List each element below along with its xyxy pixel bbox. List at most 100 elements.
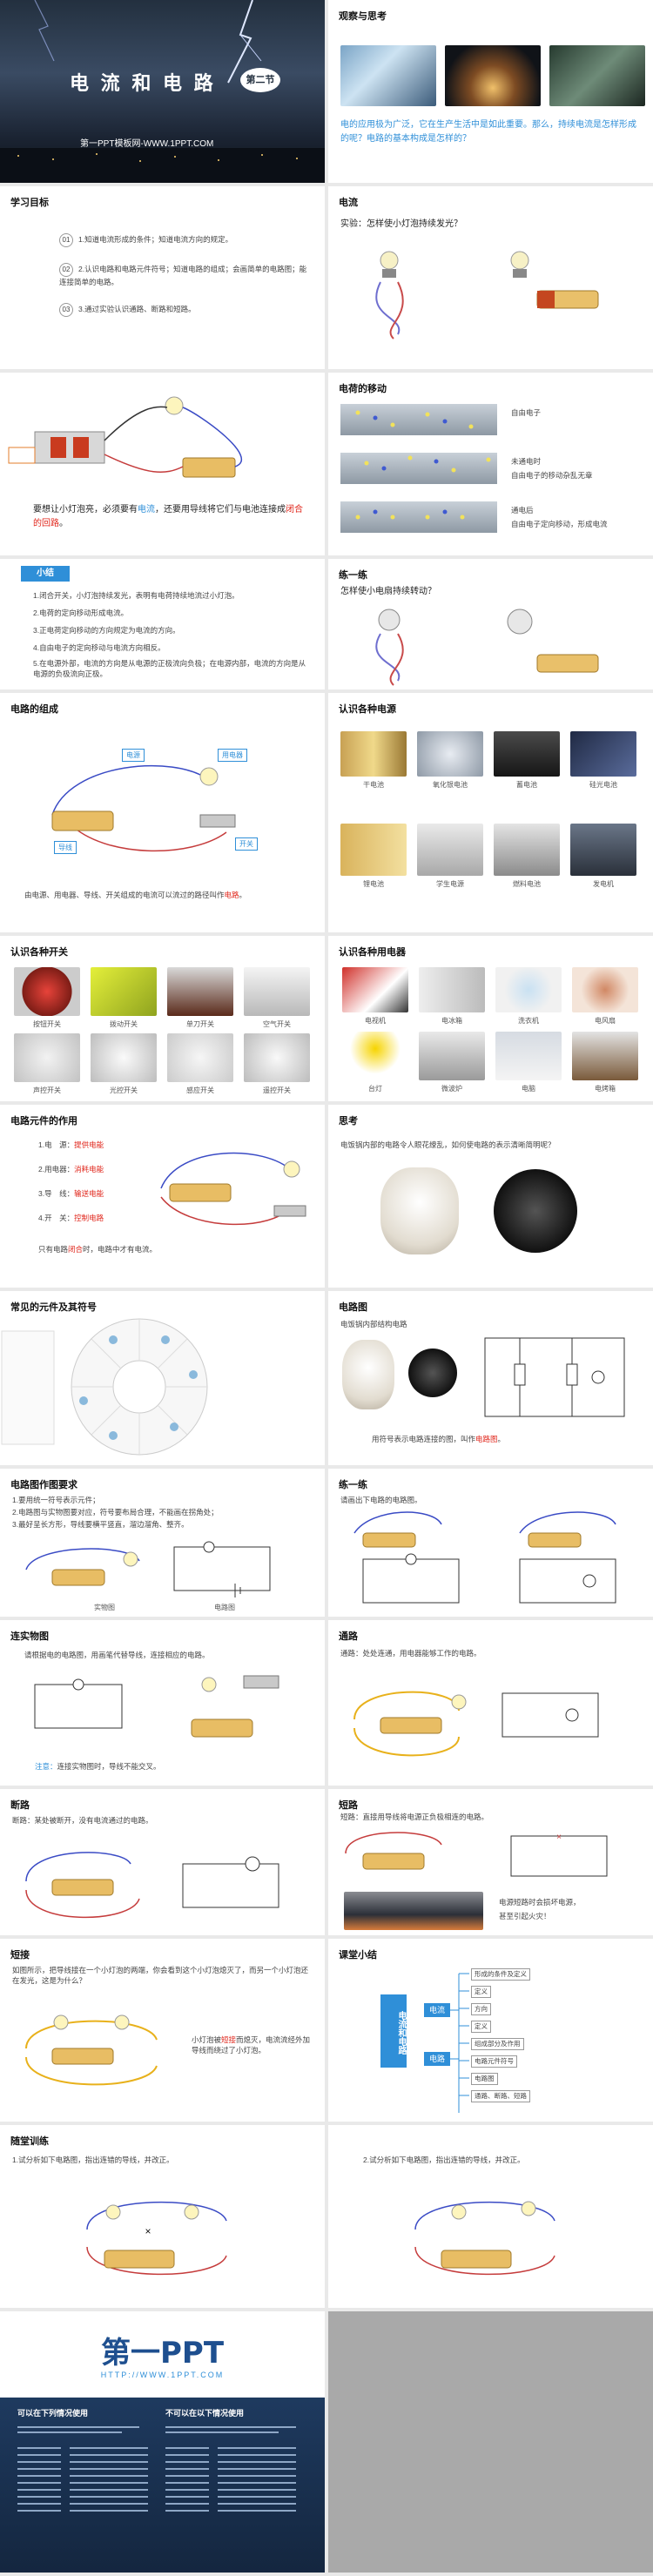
slide-title: 认识各种开关 xyxy=(10,947,68,958)
rule-3: 3.最好呈长方形，导线要横平竖直，溜边溜角、整齐。 xyxy=(12,1520,189,1529)
observe-text: 电的应用极为广泛，它在生产生活中是如此重要。那么，持续电流是怎样形成的呢？电路的… xyxy=(340,120,636,144)
directed-motion-label: 自由电子定向移动，形成电流 xyxy=(511,520,608,528)
before-current-label: 未通电时 xyxy=(511,457,542,466)
brand-logo: 第一PPT xyxy=(100,2336,225,2371)
cooker-inside-photo xyxy=(494,1169,577,1253)
slide-title: 思考 xyxy=(339,1116,358,1127)
electron-dots xyxy=(355,410,491,520)
summary-item-1: 1.闭合开关，小灯泡持续发光，表明有电荷持续地流过小灯泡。 xyxy=(33,591,239,600)
fuel-cell-photo xyxy=(494,824,560,876)
fan-photo xyxy=(572,967,638,1012)
slide-title: 练一练 xyxy=(339,1480,367,1490)
slide-short-circuit: 短路 短路：直接用导线将电源正负极相连的电路。 × 电源短路时会损坏电源， 甚至… xyxy=(328,1789,653,1935)
label-diagram: 电路图 xyxy=(214,1604,235,1611)
role-wire: 3.导 线：输送电能 xyxy=(38,1189,104,1198)
light-switch-photo xyxy=(91,1033,157,1082)
label-sensor-switch: 感应开关 xyxy=(186,1086,214,1094)
label-fridge: 电冰箱 xyxy=(441,1017,462,1025)
label-remote-switch: 遥控开关 xyxy=(263,1086,291,1094)
rule-2: 2.电路图与实物图要对应，符号要布局合理，不能画在拐角处； xyxy=(12,1508,219,1517)
slide-title: 电路图作图要求 xyxy=(10,1480,77,1490)
slide-connect-physical: 连实物图 请根据电的电路图，用画笔代替导线，连接相应的电路。 注意：连接实物图时… xyxy=(0,1620,325,1786)
brand-url: HTTP://WWW.1PPT.COM xyxy=(100,2371,225,2379)
label-button-switch: 按钮开关 xyxy=(33,1020,61,1028)
practice-draw-text: 请画出下电路的电路图。 xyxy=(340,1496,422,1504)
label-fuel-cell: 燃料电池 xyxy=(513,880,541,888)
warning-line-1: 电源短路时会损坏电源， xyxy=(499,1898,581,1907)
label-fan: 电风扇 xyxy=(595,1017,616,1025)
summary-tab: 小结 xyxy=(21,566,70,582)
label-storage-battery: 蓄电池 xyxy=(516,781,537,789)
wire-section-3 xyxy=(340,501,497,533)
tv-photo xyxy=(342,967,408,1012)
label-switch: 开关 xyxy=(235,837,258,851)
label-knife-switch: 单刀开关 xyxy=(186,1020,214,1028)
slide-title: 观察与思考 xyxy=(339,11,387,22)
sound-switch-photo xyxy=(14,1033,80,1082)
leaf-6: 电路元件符号 xyxy=(471,2055,517,2068)
label-lamp: 台灯 xyxy=(368,1085,382,1093)
slide-charge-movement: 电荷的移动 自由电子 未通电时 自由电子的移动杂乱无章 通电后 自由电子定向移动… xyxy=(328,373,653,555)
slide-shunt: 短接 如图所示，把导线接在一个小灯泡的两端，你会看到这个小灯泡熄灭了，而另一个小… xyxy=(0,1939,325,2122)
button-switch-photo xyxy=(14,967,80,1016)
exercise-1-circuit: × xyxy=(86,2201,227,2276)
mindmap-root: 电流和电路 xyxy=(380,1994,407,2068)
slide-open-circuit: 断路 断路：某处被断开，没有电流通过的电路。 xyxy=(0,1789,325,1935)
lamp-photo xyxy=(342,1032,408,1080)
svg-text:×: × xyxy=(145,2225,151,2237)
circuit-board-illustration xyxy=(8,396,243,478)
practice-circuits xyxy=(353,1511,616,1604)
after-current-label: 通电后 xyxy=(511,506,534,515)
slide-title: 随堂训练 xyxy=(10,2136,49,2147)
remote-switch-photo xyxy=(244,1033,310,1082)
slide-title: 电荷的移动 xyxy=(339,384,387,394)
wire-section-2 xyxy=(340,453,497,484)
shunt-illustration xyxy=(25,2014,158,2086)
role-circuit-illustration xyxy=(160,1152,306,1226)
slide-title: 练一练 xyxy=(339,570,367,581)
practice-text: 怎样使小电扇持续转动？ xyxy=(340,587,436,596)
cooker-schematic xyxy=(484,1337,625,1417)
mindmap-branch-circuit: 电路 xyxy=(424,2052,450,2066)
closed-circuit-text: 通路：处处连通，用电器能够工作的电路。 xyxy=(340,1649,481,1658)
fan-circuit-illustration xyxy=(375,609,599,686)
wire-section-1 xyxy=(340,404,497,435)
short-circuit-text: 短路：直接用导线将电源正负极相连的电路。 xyxy=(340,1813,489,1821)
label-lithium: 锂电池 xyxy=(363,880,384,888)
forbidden-title: 不可以在以下情况使用 xyxy=(165,2409,245,2418)
summary-item-4: 4.自由电子的定向移动与电流方向相反。 xyxy=(33,643,165,652)
short-circuit-illustration: × xyxy=(345,1832,608,1877)
slide-switches: 认识各种开关 按钮开关 拨动开关 单刀开关 空气开关 声控开关 光控开关 感应开… xyxy=(0,936,325,1101)
slide-circuit-diagram: 电路图 电饭锅内部结构电路 用符号表示电路连接的图，叫作电路图。 xyxy=(328,1291,653,1465)
slide-title: 电路图 xyxy=(339,1302,367,1313)
microwave-photo xyxy=(419,1032,485,1080)
think-text: 电饭锅内部的电路令人眼花缭乱，如何使电路的表示清晰简明呢？ xyxy=(340,1140,555,1149)
slide-title: 电路的组成 xyxy=(10,704,58,715)
slide-component-roles: 电路元件的作用 1.电 源：提供电能 2.用电器：消耗电能 3.导 线：输送电能… xyxy=(0,1105,325,1288)
label-sound-switch: 声控开关 xyxy=(33,1086,61,1094)
slide-summary: 小结 1.闭合开关，小灯泡持续发光，表明有电荷持续地流过小灯泡。 2.电荷的定向… xyxy=(0,559,325,689)
exercise-2-circuit xyxy=(414,2201,555,2276)
cover-title: 电 流 和 电 路 xyxy=(70,72,216,95)
slide-title: 学习目标 xyxy=(10,198,49,208)
computer-photo xyxy=(495,1032,562,1080)
label-microwave: 微波炉 xyxy=(441,1085,462,1093)
leaf-4: 定义 xyxy=(471,2021,491,2033)
warning-line-2: 甚至引起火灾！ xyxy=(499,1912,551,1920)
label-light-switch: 光控开关 xyxy=(110,1086,138,1094)
leaf-2: 定义 xyxy=(471,1986,491,1998)
connect-illustration xyxy=(34,1675,279,1738)
sensor-switch-photo xyxy=(167,1033,233,1082)
connect-text: 请根据电的电路图，用画笔代替导线，连接相应的电路。 xyxy=(24,1651,210,1659)
diagram-caption: 电饭锅内部结构电路 xyxy=(340,1320,407,1328)
slide-title: 短路 xyxy=(339,1800,358,1811)
open-circuit-illustration xyxy=(25,1852,279,1919)
control-room-photo xyxy=(549,45,645,106)
label-air-switch: 空气开关 xyxy=(263,1020,291,1028)
summary-item-3: 3.正电荷定向移动的方向规定为电流的方向。 xyxy=(33,626,180,635)
label-computer: 电脑 xyxy=(522,1085,535,1093)
cover-slide: 电 流 和 电 路 第二节 第一PPT模板网-WWW.1PPT.COM xyxy=(0,0,325,183)
slide-symbols: 常见的元件及其符号 xyxy=(0,1291,325,1465)
slide-observe: 观察与思考 电的应用极为广泛，它在生产生活中是如此重要。那么，持续电流是怎样形成… xyxy=(328,0,653,183)
